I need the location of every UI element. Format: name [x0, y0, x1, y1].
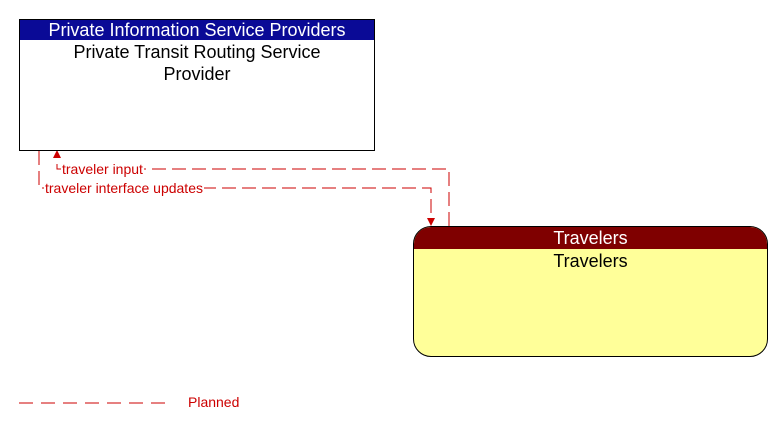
- legend-label-planned: Planned: [188, 394, 240, 410]
- node-title-provider: Private Transit Routing Service Provider: [20, 40, 374, 85]
- node-header-provider: Private Information Service Providers: [20, 20, 374, 40]
- node-travelers[interactable]: Travelers Travelers: [413, 226, 768, 357]
- node-title-provider-line1: Private Transit Routing Service: [73, 42, 321, 62]
- arrowhead-traveler-interface-updates: [427, 218, 435, 226]
- flow-label-traveler-input: traveler input: [61, 161, 144, 177]
- node-title-provider-line2: Provider: [163, 64, 231, 84]
- flow-label-traveler-interface-updates: traveler interface updates: [44, 180, 204, 196]
- node-title-travelers: Travelers: [553, 251, 628, 271]
- flow-line-traveler-interface-updates: [38, 151, 432, 220]
- flow-line-traveler-input: [56, 156, 450, 226]
- node-header-travelers: Travelers: [414, 227, 767, 249]
- node-private-transit-routing-service-provider[interactable]: Private Information Service Providers Pr…: [19, 19, 375, 151]
- arrowhead-traveler-input: [53, 150, 61, 158]
